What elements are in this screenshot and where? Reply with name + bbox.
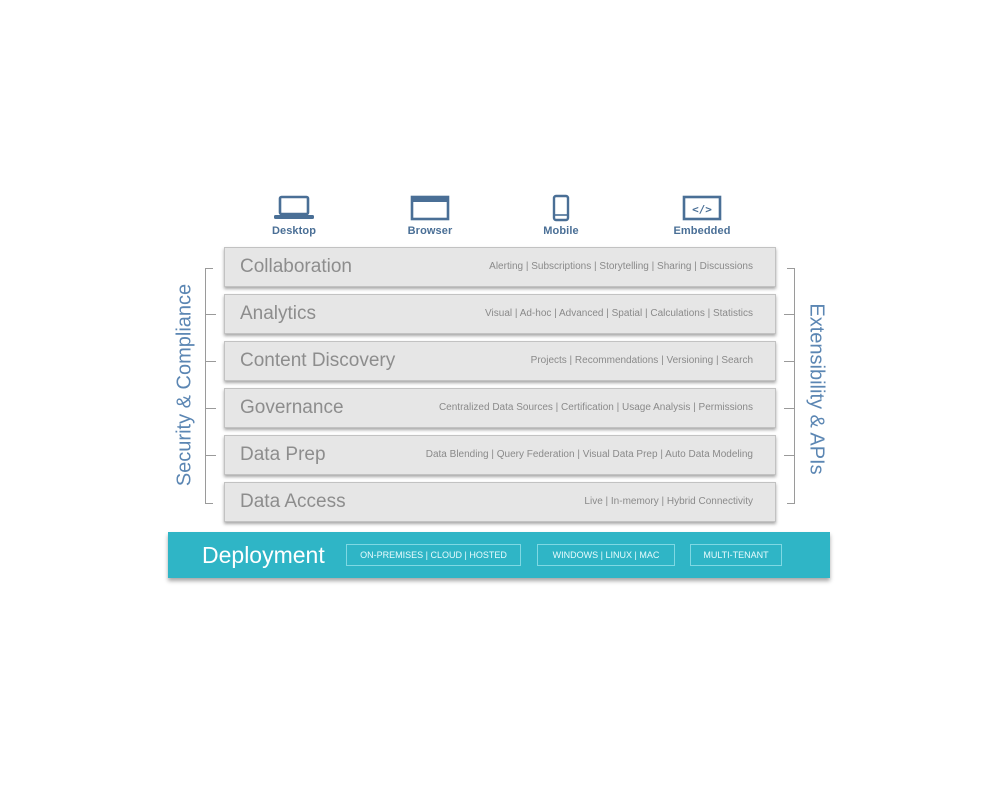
deployment-bar: Deployment ON-PREMISES | CLOUD | HOSTED … — [168, 532, 830, 578]
security-compliance-label: Security & Compliance — [173, 283, 196, 487]
deployment-hosting-chip: ON-PREMISES | CLOUD | HOSTED — [346, 544, 521, 566]
client-row: Desktop Browser Mobile </> Embedded — [224, 194, 776, 242]
mobile-phone-icon — [552, 194, 570, 222]
client-label: Desktop — [271, 225, 317, 237]
client-embedded: </> Embedded — [662, 194, 742, 237]
layer-analytics: Analytics Visual | Ad-hoc | Advanced | S… — [224, 294, 776, 334]
layer-name: Data Prep — [240, 444, 326, 465]
bracket-tick — [784, 314, 795, 315]
bracket-tick — [784, 361, 795, 362]
bracket-tick — [205, 361, 216, 362]
layer-name: Content Discovery — [240, 350, 396, 371]
deployment-os-chip: WINDOWS | LINUX | MAC — [537, 544, 675, 566]
deployment-title: Deployment — [202, 542, 325, 568]
client-mobile: Mobile — [521, 194, 601, 237]
layer-name: Analytics — [240, 303, 317, 324]
layer-features: Live | In-memory | Hybrid Connectivity — [584, 496, 753, 507]
bracket-tick — [205, 314, 216, 315]
browser-window-icon — [410, 195, 450, 221]
layer-data-prep: Data Prep Data Blending | Query Federati… — [224, 435, 776, 475]
layer-collaboration: Collaboration Alerting | Subscriptions |… — [224, 247, 776, 287]
bracket-tick — [784, 455, 795, 456]
bracket-tick — [784, 408, 795, 409]
layer-features: Projects | Recommendations | Versioning … — [530, 355, 753, 366]
client-label: Browser — [407, 225, 453, 237]
client-label: Mobile — [543, 225, 579, 237]
client-label: Embedded — [673, 225, 731, 237]
layer-content-discovery: Content Discovery Projects | Recommendat… — [224, 341, 776, 381]
layer-data-access: Data Access Live | In-memory | Hybrid Co… — [224, 482, 776, 522]
layer-governance: Governance Centralized Data Sources | Ce… — [224, 388, 776, 428]
layer-features: Data Blending | Query Federation | Visua… — [425, 449, 753, 460]
laptop-icon — [274, 195, 314, 219]
layer-features: Centralized Data Sources | Certification… — [438, 402, 753, 413]
extensibility-apis-label: Extensibility & APIs — [805, 303, 828, 475]
right-bracket — [787, 268, 795, 504]
layer-name: Collaboration — [240, 256, 352, 277]
layer-name: Data Access — [240, 491, 346, 512]
bracket-tick — [205, 408, 216, 409]
layer-features: Alerting | Subscriptions | Storytelling … — [489, 261, 753, 272]
svg-text:</>: </> — [692, 203, 712, 216]
layer-features: Visual | Ad-hoc | Advanced | Spatial | C… — [485, 308, 753, 319]
client-desktop: Desktop — [254, 194, 334, 237]
left-bracket — [205, 268, 213, 504]
bracket-tick — [205, 455, 216, 456]
layer-name: Governance — [240, 397, 344, 418]
deployment-tenancy-chip: MULTI-TENANT — [690, 544, 782, 566]
code-embed-icon: </> — [682, 195, 722, 221]
client-browser: Browser — [390, 194, 470, 237]
